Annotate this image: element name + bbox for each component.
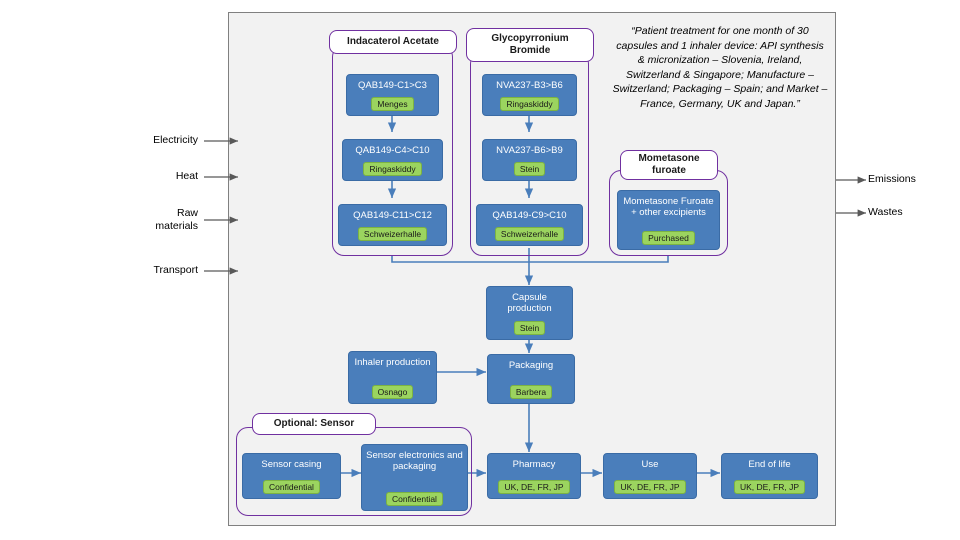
input-label-raw-materials-line1: Raw	[176, 207, 198, 219]
process-title: Use	[641, 459, 659, 470]
output-label-emissions: Emissions	[868, 173, 916, 185]
process-box-use[interactable]: Use UK, DE, FR, JP	[603, 453, 697, 499]
output-label-wastes: Wastes	[868, 206, 903, 218]
process-box-nva237-b3-b6[interactable]: NVA237-B3>B6 Ringaskiddy	[482, 74, 577, 116]
process-tag: UK, DE, FR, JP	[733, 480, 806, 494]
group-label-line1: Mometasone	[638, 153, 700, 164]
process-tag: Schweizerhalle	[357, 227, 428, 241]
process-box-sensor-casing[interactable]: Sensor casing Confidential	[242, 453, 341, 499]
process-box-packaging[interactable]: Packaging Barbera	[487, 354, 575, 404]
process-title: Mometasone Furoate + other excipients	[623, 196, 714, 218]
process-box-qab149-c11-c12[interactable]: QAB149-C11>C12 Schweizerhalle	[338, 204, 447, 246]
process-title: QAB149-C9>C10	[492, 210, 567, 221]
group-label-glycopyrronium-bromide: Glycopyrronium Bromide	[466, 28, 594, 62]
process-title: Pharmacy	[512, 459, 556, 470]
input-label-raw-materials-line2: materials	[155, 220, 198, 232]
process-title: QAB149-C4>C10	[355, 145, 430, 156]
process-box-capsule-production[interactable]: Capsule production Stein	[486, 286, 573, 340]
group-label-indacaterol-acetate: Indacaterol Acetate	[329, 30, 457, 54]
process-tag: Stein	[513, 321, 546, 335]
group-label-optional-sensor: Optional: Sensor	[252, 413, 376, 435]
process-tag: UK, DE, FR, JP	[498, 480, 570, 494]
process-box-end-of-life[interactable]: End of life UK, DE, FR, JP	[721, 453, 818, 499]
input-label-transport: Transport	[153, 264, 198, 276]
group-label-line2: furoate	[652, 165, 686, 176]
process-tag: UK, DE, FR, JP	[614, 480, 686, 494]
process-box-inhaler-production[interactable]: Inhaler production Osnago	[348, 351, 437, 404]
process-box-qab149-c9-c10[interactable]: QAB149-C9>C10 Schweizerhalle	[476, 204, 583, 246]
process-tag: Ringaskiddy	[363, 162, 422, 176]
process-title: Inhaler production	[354, 357, 431, 368]
process-box-pharmacy[interactable]: Pharmacy UK, DE, FR, JP	[487, 453, 581, 499]
process-tag: Confidential	[386, 492, 443, 506]
process-box-sensor-electronics[interactable]: Sensor electronics and packaging Confide…	[361, 444, 468, 511]
process-title: Capsule production	[507, 292, 552, 314]
process-title: Sensor casing	[261, 459, 322, 470]
scope-quote-text: “Patient treatment for one month of 30 c…	[612, 25, 828, 110]
process-box-nva237-b6-b9[interactable]: NVA237-B6>B9 Stein	[482, 139, 577, 181]
process-title: QAB149-C11>C12	[353, 210, 432, 221]
process-box-qab149-c1-c3[interactable]: QAB149-C1>C3 Menges	[346, 74, 439, 116]
process-title: NVA237-B6>B9	[496, 145, 563, 156]
process-box-qab149-c4-c10[interactable]: QAB149-C4>C10 Ringaskiddy	[342, 139, 443, 181]
input-label-heat: Heat	[175, 170, 198, 182]
process-tag: Menges	[371, 97, 414, 111]
process-title: QAB149-C1>C3	[358, 80, 427, 91]
process-tag: Confidential	[263, 480, 320, 494]
group-label-mometasone-furoate: Mometasone furoate	[620, 150, 718, 180]
process-tag: Schweizerhalle	[494, 227, 565, 241]
process-tag: Osnago	[371, 385, 414, 399]
process-tag: Purchased	[642, 231, 695, 245]
process-title: End of life	[748, 459, 791, 470]
process-title: Sensor electronics and packaging	[366, 450, 463, 472]
process-box-mometasone-excipients[interactable]: Mometasone Furoate + other excipients Pu…	[617, 190, 720, 250]
input-label-electricity: Electricity	[153, 134, 198, 146]
process-title: Packaging	[508, 360, 554, 371]
process-title: NVA237-B3>B6	[496, 80, 563, 91]
process-tag: Barbera	[509, 385, 553, 399]
process-tag: Ringaskiddy	[500, 97, 559, 111]
process-tag: Stein	[513, 162, 546, 176]
